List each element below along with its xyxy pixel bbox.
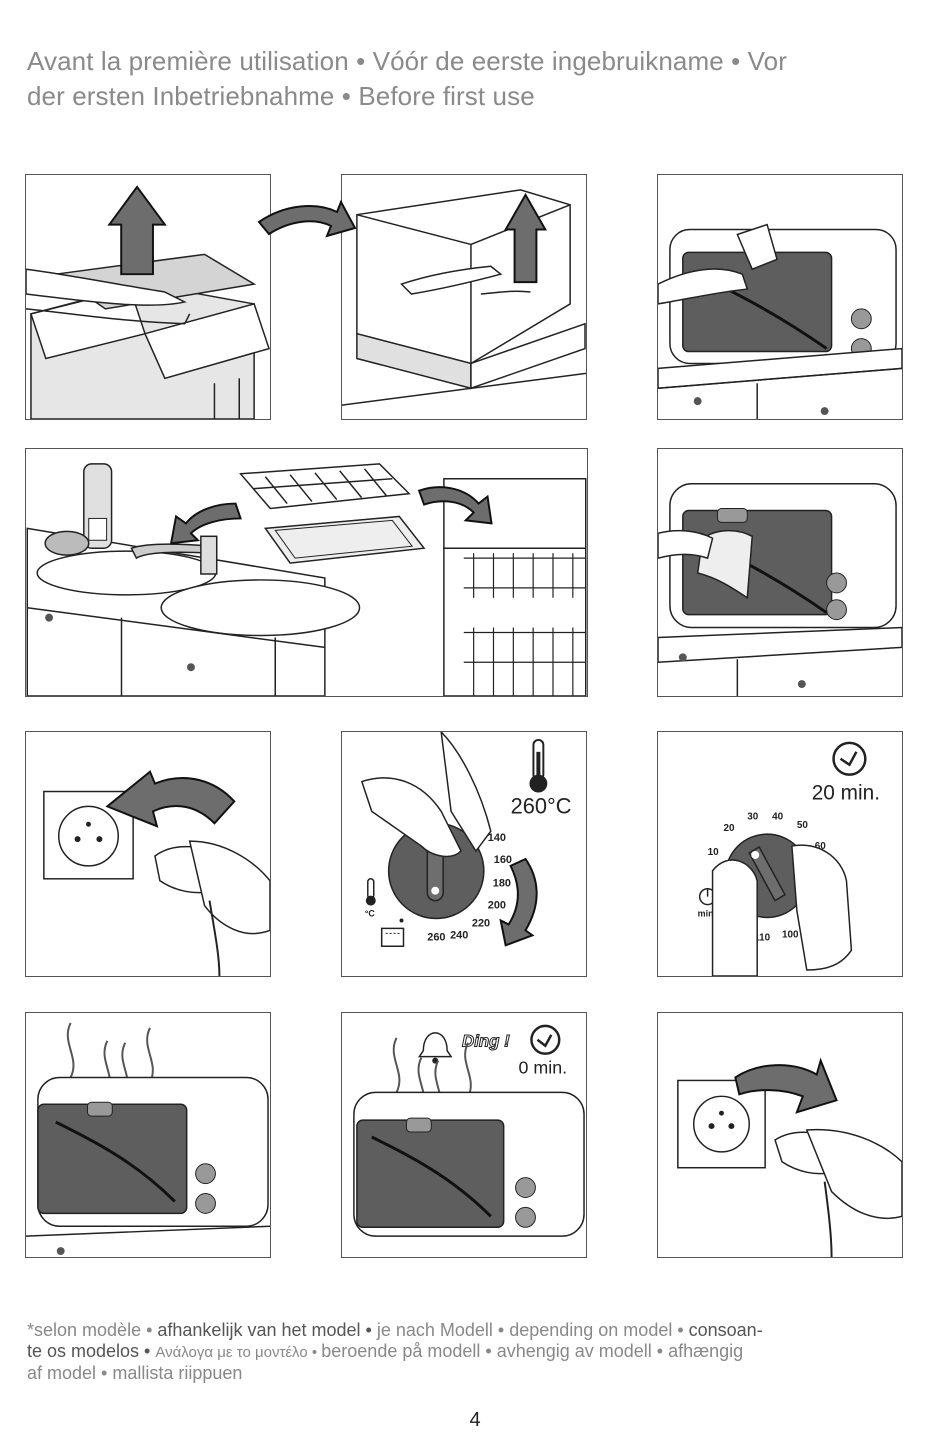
stopwatch-icon	[698, 887, 717, 906]
timer-unit-label: min.	[698, 908, 716, 918]
temp-tick-label: 200	[488, 900, 506, 912]
timer-tick-label: 110	[754, 932, 770, 943]
clock-icon	[530, 1024, 561, 1055]
footnote-da-2: af model •	[27, 1363, 113, 1383]
thermometer-icon	[529, 738, 548, 793]
temp-tick-label: 220	[472, 917, 490, 929]
page-title: Avant la première utilisation • Vóór de …	[27, 44, 917, 114]
panel-set-temperature: 260°C 140 160 180 200 220 240 260 °C	[341, 731, 587, 977]
arrow-icon	[105, 770, 236, 828]
temp-tick-label: 240	[450, 929, 468, 941]
temp-tick-label: 160	[494, 854, 512, 866]
oven-sticker-illustration	[658, 223, 902, 419]
footnote-nl: afhankelijk van het model •	[157, 1320, 377, 1340]
title-line-1: Avant la première utilisation • Vóór de …	[27, 46, 787, 76]
unboxing-illustration	[26, 185, 270, 419]
panel-wash-accessories	[25, 448, 588, 697]
panel-remove-accessories	[25, 174, 271, 420]
timer-tick-label: 30	[747, 811, 759, 822]
title-line-2: der ersten Inbetriebnahme • Before first…	[27, 81, 535, 111]
timer-tick-label: 40	[772, 811, 784, 822]
footnote-no: avhengig av modell •	[496, 1341, 669, 1361]
thermometer-icon	[365, 878, 376, 906]
plug-in-illustration	[43, 770, 270, 976]
panel-heat-empty-oven	[25, 1012, 271, 1258]
timer-tick-label: 10	[708, 847, 720, 858]
clock-icon	[832, 741, 867, 776]
arrow-icon	[417, 486, 493, 525]
panel-timer-ding: Ding ! 0 min.	[341, 1012, 587, 1258]
timer-zero-value: 0 min.	[519, 1058, 568, 1078]
oven-mode-icon	[380, 927, 405, 947]
timer-tick-label: 100	[782, 929, 799, 940]
timer-illustration: 20 min. 10 20 30 40 50 60 110 100 min.	[698, 741, 880, 976]
lift-oven-illustration	[342, 189, 586, 406]
wipe-oven-illustration	[658, 482, 902, 696]
footnote-el: Ανάλογα με το μοντέλο •	[155, 1344, 322, 1361]
footnote-da-1: afhængig	[668, 1341, 744, 1361]
panel-remove-sticker	[657, 174, 903, 420]
ding-illustration: Ding ! 0 min.	[353, 1024, 585, 1237]
panel-wipe-oven	[657, 448, 903, 697]
temperature-illustration: 260°C 140 160 180 200 220 240 260 °C	[360, 732, 572, 947]
panel-lift-oven	[341, 174, 587, 420]
timer-tick-label: 60	[815, 841, 827, 852]
footnote-fr: *selon modèle •	[27, 1320, 158, 1340]
model-footnote: *selon modèle • afhankelijk van het mode…	[27, 1320, 907, 1384]
bell-icon	[417, 1032, 453, 1064]
arrow-icon	[734, 1057, 838, 1114]
temp-tick-label: 180	[493, 878, 511, 890]
timer-tick-label: 20	[723, 823, 735, 834]
arrow-icon	[169, 502, 242, 545]
arrow-icon	[257, 199, 357, 238]
footnote-en: depending on model •	[509, 1320, 689, 1340]
timer-value: 20 min.	[812, 781, 880, 804]
footnote-de: je nach Modell •	[376, 1320, 510, 1340]
panel-set-timer: 20 min. 10 20 30 40 50 60 110 100 min.	[657, 731, 903, 977]
footnote-sv: beroende på modell •	[321, 1341, 497, 1361]
page-number: 4	[469, 1409, 481, 1431]
footnote-pt-2: te os modelos •	[27, 1341, 156, 1361]
unplug-illustration	[677, 1057, 902, 1257]
temp-unit-label: °C	[365, 908, 376, 918]
footnote-pt-1: consoan-	[688, 1320, 763, 1340]
panel-unplug	[657, 1012, 903, 1258]
temp-tick-label: 260	[427, 931, 445, 943]
ding-label: Ding !	[462, 1032, 510, 1051]
heating-oven-illustration	[26, 1022, 270, 1256]
up-arrow-icon	[107, 185, 167, 276]
temperature-value: 260°C	[511, 793, 572, 818]
panel-plug-in	[25, 731, 271, 977]
footnote-fi: mallista riippuen	[112, 1363, 243, 1383]
arrow-icon	[499, 857, 538, 947]
up-arrow-icon	[503, 192, 548, 284]
wash-dishwasher-illustration	[26, 463, 587, 696]
temp-tick-label: 140	[488, 832, 506, 844]
timer-tick-label: 50	[797, 820, 809, 831]
